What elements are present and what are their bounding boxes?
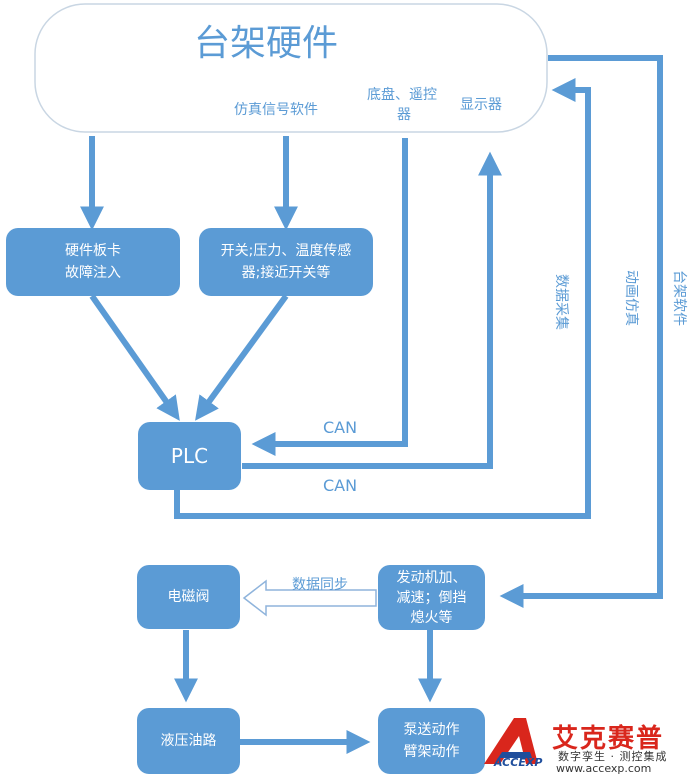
sensors-line1: 开关;压力、温度传感 (220, 243, 352, 259)
sim-software-label: 仿真信号软件 (234, 102, 318, 118)
rig-software-label: 台架软件 (671, 270, 687, 326)
engine-line3: 熄火等 (410, 609, 453, 626)
plc-label: PLC (170, 444, 209, 468)
engine-control-box: 发动机加、 减速；倒挡 熄火等 (378, 565, 485, 630)
engine-line2: 减速；倒挡 (396, 589, 467, 606)
logo-mark-text: ACCEXP (494, 756, 543, 769)
sensors-box: 开关;压力、温度传感 器;接近开关等 (199, 228, 373, 296)
accexp-logo: ACCEXP 艾克赛普 数字孪生 · 测控集成 www.accexp.com (478, 712, 693, 778)
hydraulic-circuit-box: 液压油路 (137, 708, 240, 774)
accexp-logo-mark (484, 718, 538, 764)
rig-hardware-title: 台架硬件 (194, 23, 339, 64)
sensors-line2: 器;接近开关等 (241, 265, 331, 281)
display-label: 显示器 (460, 97, 502, 113)
plc-box: PLC (138, 422, 241, 490)
solenoid-valve-box: 电磁阀 (137, 565, 240, 629)
hardware-card-line2: 故障注入 (65, 265, 121, 281)
hydraulic-circuit-label: 液压油路 (160, 733, 217, 749)
logo-brand: 艾克赛普 (552, 724, 665, 754)
data-sync-label: 数据同步 (292, 577, 348, 593)
boom-action-label: 臂架动作 (403, 744, 460, 760)
hardware-card-fault-injection-box: 硬件板卡 故障注入 (6, 228, 180, 296)
chassis-remote-label-line1: 底盘、遥控 (367, 87, 437, 103)
engine-line1: 发动机加、 (396, 569, 467, 586)
logo-slogan: 数字孪生 · 测控集成 (558, 750, 668, 763)
arrow-rig-software-to-engine (499, 55, 663, 608)
can-label-top: CAN (323, 418, 358, 437)
data-collect-label: 数据采集 (553, 274, 569, 330)
arrow-plc-can-to-display (242, 151, 502, 469)
animation-sim-label: 动画仿真 (623, 270, 639, 326)
arrow-chassis-can-to-plc (251, 138, 408, 456)
arrow-sensors-to-plc (195, 294, 289, 421)
hardware-rig-block (34, 3, 548, 133)
logo-url: www.accexp.com (556, 762, 652, 775)
pump-action-label: 泵送动作 (403, 722, 460, 738)
arrow-hw-card-to-plc (89, 294, 180, 421)
arrow-data-sync (242, 579, 377, 617)
can-label-bottom: CAN (323, 476, 358, 495)
hardware-card-line1: 硬件板卡 (65, 243, 121, 259)
pump-boom-action-box: 泵送动作 臂架动作 (378, 708, 485, 774)
solenoid-valve-label: 电磁阀 (167, 589, 210, 605)
arrow-data-collect-to-rig (174, 78, 591, 519)
chassis-remote-label-line2: 器 (397, 107, 411, 123)
